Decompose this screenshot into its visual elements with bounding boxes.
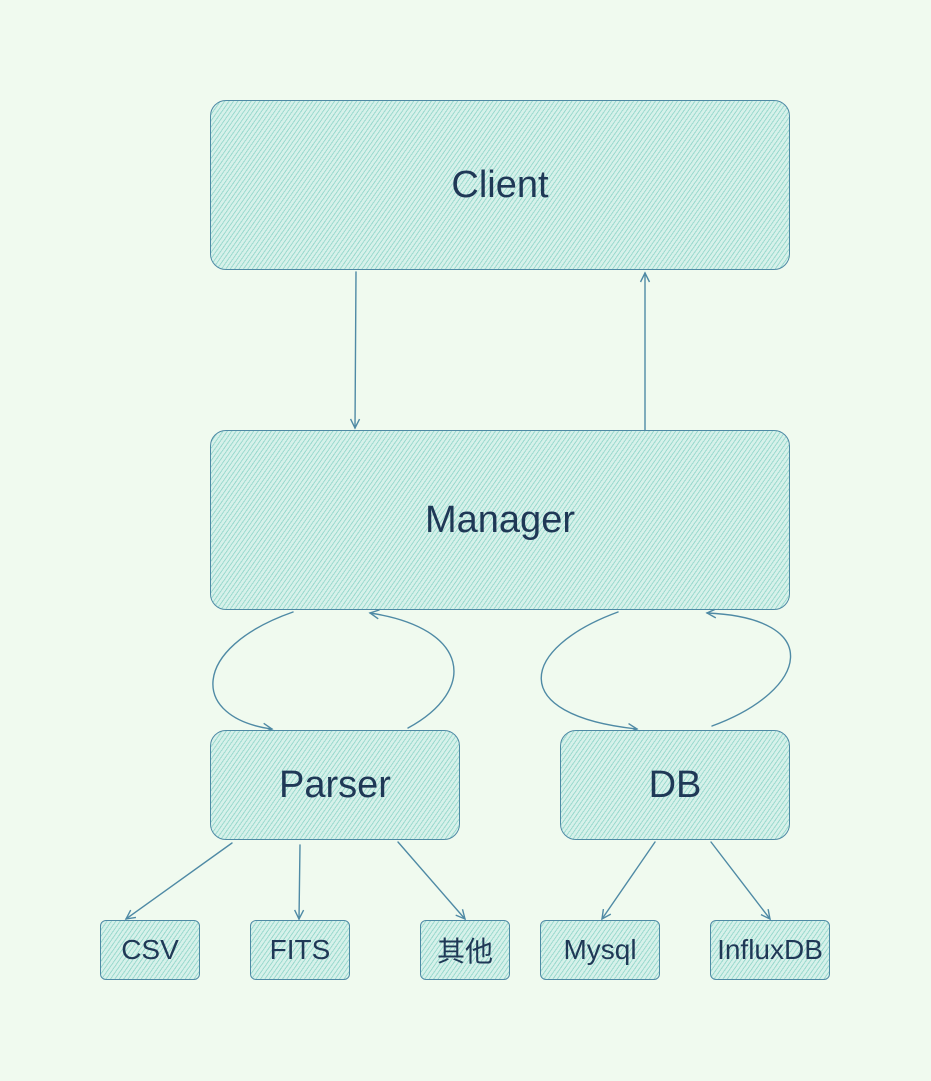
arrow-parser-to-manager <box>368 609 455 729</box>
arrow-client-to-manager <box>349 271 361 430</box>
csv-node: CSV <box>100 920 200 980</box>
other-node: 其他 <box>420 920 510 980</box>
other-label: 其他 <box>436 936 493 967</box>
manager-node: Manager <box>210 430 790 610</box>
influxdb-node: InfluxDB <box>710 920 830 980</box>
fits-node: FITS <box>250 920 350 980</box>
influxdb-label: InfluxDB <box>717 934 823 965</box>
arrow-parser-to-other <box>397 841 467 921</box>
mysql-label: Mysql <box>563 934 637 965</box>
csv-label: CSV <box>121 934 179 965</box>
client-label: Client <box>451 163 549 206</box>
arrow-db-to-mysql <box>601 841 656 921</box>
arrow-db-to-influxdb <box>710 841 771 921</box>
arrow-parser-to-fits <box>293 844 305 921</box>
arrow-db-to-manager <box>705 608 792 727</box>
arrow-parser-to-csv <box>124 842 233 920</box>
arrow-manager-to-db <box>540 611 639 734</box>
mysql-node: Mysql <box>540 920 660 980</box>
fits-label: FITS <box>269 934 331 965</box>
arrow-manager-to-parser <box>212 611 294 733</box>
manager-label: Manager <box>425 498 575 541</box>
parser-node: Parser <box>210 730 460 840</box>
parser-label: Parser <box>279 763 391 806</box>
db-label: DB <box>648 763 702 806</box>
db-node: DB <box>560 730 790 840</box>
client-node: Client <box>210 100 790 270</box>
